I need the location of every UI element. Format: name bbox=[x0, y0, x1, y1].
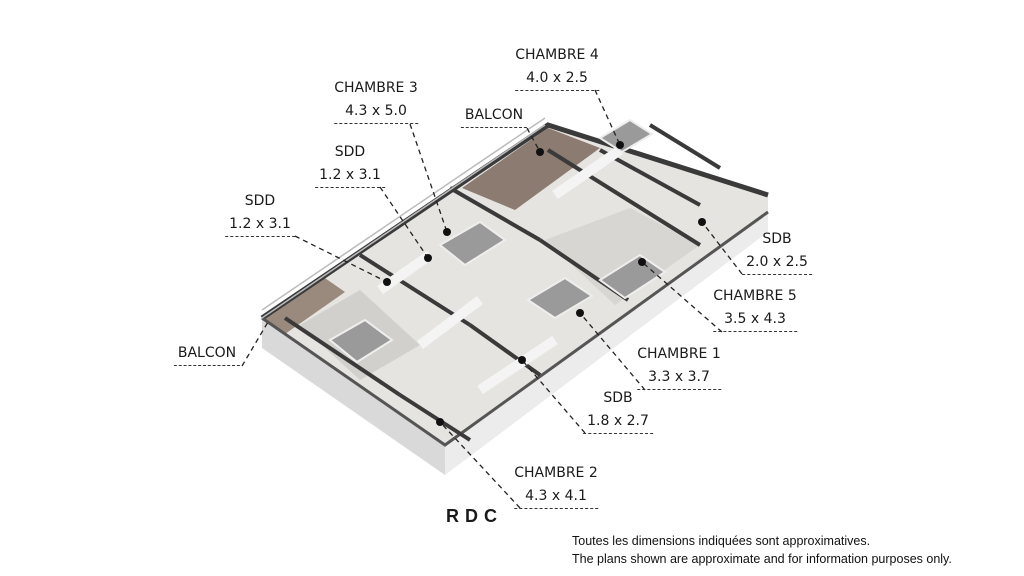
label-sdd-2: SDD 1.2 x 3.1 bbox=[225, 190, 295, 237]
interior-walls bbox=[283, 123, 722, 442]
disclaimer-en: The plans shown are approximate and for … bbox=[572, 552, 952, 566]
room-dimensions: 1.2 x 3.1 bbox=[315, 164, 385, 188]
room-name: SDD bbox=[334, 144, 366, 160]
bed-chambre-4 bbox=[598, 118, 654, 154]
label-chambre-3: CHAMBRE 3 4.3 x 5.0 bbox=[334, 77, 418, 124]
label-balcon-top: BALCON bbox=[460, 104, 528, 128]
label-sdd-1: SDD 1.2 x 3.1 bbox=[315, 141, 385, 188]
room-name: SDB bbox=[603, 390, 633, 406]
bed-chambre-1 bbox=[526, 276, 594, 320]
bed-chambre-2 bbox=[328, 318, 394, 364]
room-markers bbox=[383, 141, 706, 426]
room-dimensions: 4.3 x 4.1 bbox=[514, 485, 598, 509]
room-name: SDB bbox=[762, 231, 792, 247]
balcony-railing bbox=[261, 117, 546, 319]
room-name: CHAMBRE 4 bbox=[515, 47, 599, 63]
room-name: CHAMBRE 1 bbox=[637, 346, 721, 362]
floor bbox=[262, 125, 768, 445]
balcon-floor-top bbox=[462, 128, 600, 210]
bed-chambre-5 bbox=[598, 253, 667, 300]
room-dimensions: 1.2 x 3.1 bbox=[225, 213, 295, 237]
room-name: BALCON bbox=[460, 104, 528, 128]
room-name: SDD bbox=[244, 193, 276, 209]
front-exterior-wall bbox=[445, 212, 768, 475]
disclaimer: Toutes les dimensions indiquées sont app… bbox=[572, 532, 952, 568]
disclaimer-fr: Toutes les dimensions indiquées sont app… bbox=[572, 534, 871, 548]
room-name: CHAMBRE 2 bbox=[514, 465, 598, 481]
room-dimensions: 4.0 x 2.5 bbox=[515, 67, 599, 91]
left-exterior-wall bbox=[262, 318, 445, 475]
chambre-5-floor bbox=[545, 208, 700, 305]
bed-chambre-3 bbox=[438, 220, 507, 267]
room-dimensions: 1.8 x 2.7 bbox=[583, 410, 653, 434]
leader-lines bbox=[241, 89, 743, 509]
label-sdb-1: SDB 2.0 x 2.5 bbox=[742, 228, 812, 275]
room-dimensions: 4.3 x 5.0 bbox=[334, 100, 418, 124]
room-name: CHAMBRE 5 bbox=[713, 288, 797, 304]
label-balcon-left: BALCON bbox=[173, 342, 241, 366]
room-dimensions: 3.5 x 4.3 bbox=[713, 308, 797, 332]
label-sdb-2: SDB 1.8 x 2.7 bbox=[583, 387, 653, 434]
room-name: BALCON bbox=[173, 342, 241, 366]
room-dimensions: 2.0 x 2.5 bbox=[742, 251, 812, 275]
label-chambre-2: CHAMBRE 2 4.3 x 4.1 bbox=[514, 462, 598, 509]
label-chambre-1: CHAMBRE 1 3.3 x 3.7 bbox=[637, 343, 721, 390]
balcon-floor-left bbox=[262, 276, 345, 334]
beds bbox=[328, 118, 667, 364]
label-chambre-5: CHAMBRE 5 3.5 x 4.3 bbox=[713, 285, 797, 332]
room-name: CHAMBRE 3 bbox=[334, 80, 418, 96]
label-chambre-4: CHAMBRE 4 4.0 x 2.5 bbox=[515, 44, 599, 91]
room-dimensions: 3.3 x 3.7 bbox=[637, 366, 721, 390]
front-wall bbox=[261, 210, 769, 447]
floor-title: RDC bbox=[446, 506, 503, 526]
